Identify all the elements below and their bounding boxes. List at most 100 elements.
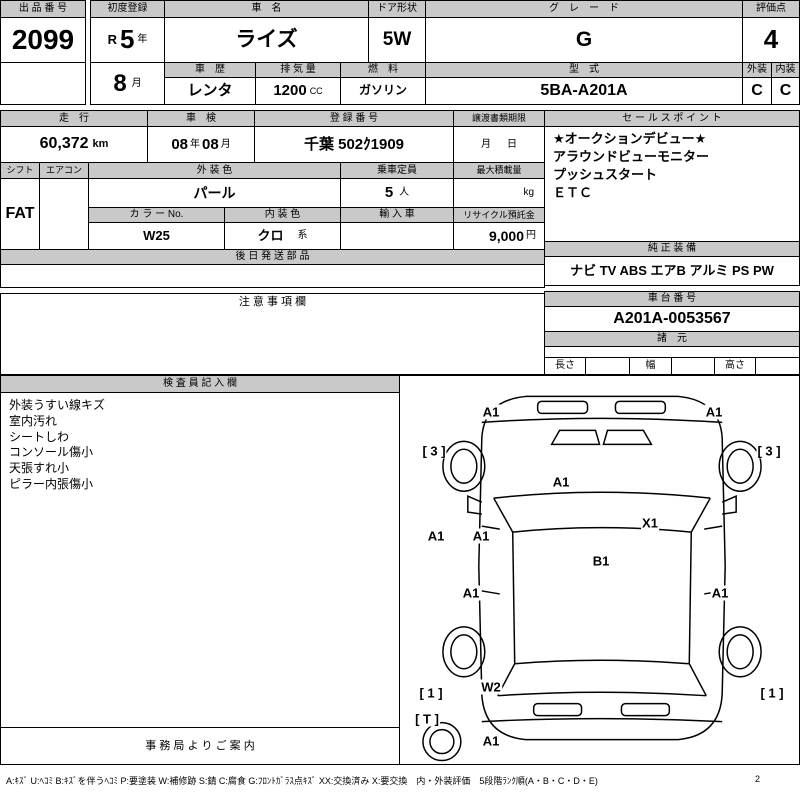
tread-mark-front-right-tire: [ 3 ] (756, 443, 782, 459)
sales-point-label: セ ー ル ス ポ イ ン ト (544, 110, 800, 127)
notes-box-label: 注 意 事 項 欄 (238, 296, 307, 308)
sales-point-item: アラウンドビューモニター (553, 148, 710, 164)
transfer-deadline-label: 譲渡書類期限 (453, 110, 545, 127)
damage-mark-hood: A1 (551, 474, 571, 490)
length-label: 長さ (544, 357, 586, 375)
page-number: 2 (754, 774, 760, 784)
color-number-label: カ ラ ー No. (88, 207, 225, 223)
tread-mark-rear-left-tire: [ 1 ] (418, 685, 444, 701)
mileage-unit: km (92, 138, 109, 151)
damage-mark-roof: B1 (591, 553, 611, 569)
mileage-label: 走 行 (0, 110, 148, 127)
mileage-cell: 60,372 km (0, 126, 148, 163)
recycle-deposit-value: 9,000 (488, 227, 524, 244)
damage-mark-left-front-door: A1 (471, 528, 491, 544)
sales-point-item: プッシュスタート (553, 166, 658, 182)
registration-number-value: 千葉 502ｸ1909 (254, 126, 454, 163)
era-value: R (107, 31, 117, 47)
lot-number-label: 出 品 番 号 (0, 0, 86, 18)
chassis-number-value: A201A-0053567 (544, 306, 800, 332)
legend-row: A:ｷｽﾞ U:ﾍｺﾐ B:ｷｽﾞを伴うﾍｺﾐ P:要塗装 W:補修跡 S:錆 … (6, 774, 794, 787)
interior-color-unit: 系 (297, 230, 308, 242)
recycle-deposit-label: リサイクル預託金 (453, 207, 545, 223)
later-parts-label: 後 日 発 送 部 品 (0, 249, 545, 265)
sales-point-list: ★オークションデビュー★ アラウンドビューモニター プッシュスタート ＥＴＣ (544, 126, 800, 242)
interior-color-value: クロ (257, 227, 284, 243)
office-info-label: 事 務 局 よ り ご 案 内 (145, 739, 255, 752)
car-name-label: 車 名 (164, 0, 369, 18)
interior-grade-label: 内装 (771, 62, 800, 78)
sales-point-item: ＥＴＣ (553, 184, 593, 200)
displacement-label: 排 気 量 (255, 62, 341, 78)
inspection-month-unit: 月 (220, 138, 231, 150)
height-label: 高さ (714, 357, 756, 375)
evaluation-score-label: 評価点 (742, 0, 800, 18)
exterior-grade-label: 外装 (742, 62, 772, 78)
inspector-notes-box: 外装うすい線キズ 室内汚れ シートしわ コンソール傷小 天張すれ小 ピラー内張傷… (0, 392, 400, 728)
max-load-cell: kg (453, 178, 545, 208)
damage-mark-left-fender: A1 (426, 528, 446, 544)
lot-number-value: 2099 (0, 17, 86, 63)
recycle-deposit-unit: 円 (526, 230, 536, 242)
inspector-notes-label: 検 査 員 記 入 欄 (0, 375, 400, 393)
damage-mark-left-rear-door: A1 (461, 585, 481, 601)
displacement-cell: 1200 CC (255, 77, 341, 105)
fuel-label: 燃 料 (340, 62, 426, 78)
import-car-value-cell (340, 222, 454, 250)
transfer-day-unit: 日 (507, 138, 517, 150)
aircon-label: エアコン (39, 162, 89, 179)
registration-month-value: 8 (113, 69, 127, 97)
max-load-unit: kg (523, 187, 534, 199)
tread-mark-front-left-tire: [ 3 ] (421, 443, 447, 459)
notes-box: 注 意 事 項 欄 (0, 293, 545, 375)
car-name-value: ライズ (164, 17, 369, 63)
height-value-cell (755, 357, 800, 375)
car-history-label: 車 歴 (164, 62, 256, 78)
color-number-value: W25 (88, 222, 225, 250)
office-info-box: 事 務 局 よ り ご 案 内 (0, 727, 400, 765)
capacity-value: 5 (384, 184, 394, 202)
damage-mark-rear-quarter: W2 (480, 679, 502, 695)
inspector-note: ピラー内張傷小 (9, 476, 94, 491)
inspection-year-unit: 年 (190, 138, 200, 150)
interior-grade-value: C (771, 77, 800, 105)
chassis-number-label: 車 台 番 号 (544, 291, 800, 307)
grade-value: G (425, 17, 743, 63)
shift-value: FAT (0, 178, 40, 250)
exterior-color-value: パール (88, 178, 341, 208)
model-code-label: 型 式 (425, 62, 743, 78)
width-label: 幅 (629, 357, 672, 375)
month-unit-label: 月 (131, 77, 142, 89)
inspector-note: シートしわ (9, 429, 70, 444)
width-value-cell (671, 357, 715, 375)
sales-point-item: ★オークションデビュー★ (553, 131, 707, 146)
import-car-label: 輸 入 車 (340, 207, 454, 223)
displacement-unit: CC (309, 85, 323, 96)
first-registration-year-cell: R 5 年 (90, 17, 165, 63)
displacement-value: 1200 (273, 82, 307, 100)
evaluation-score-value: 4 (742, 17, 800, 63)
capacity-cell: 5 人 (340, 178, 454, 208)
inspection-cell: 08 年 08 月 (147, 126, 255, 163)
shift-label: シフト (0, 162, 40, 179)
damage-mark-right-side: A1 (710, 585, 730, 601)
capacity-unit: 人 (399, 187, 410, 199)
inspector-note: 外装うすい線キズ (9, 398, 106, 412)
registration-year-value: 5 (119, 24, 135, 55)
tread-mark-rear-right-tire: [ 1 ] (759, 685, 785, 701)
first-registration-month-cell: 8 月 (90, 62, 165, 105)
inspector-note: 天張すれ小 (9, 461, 70, 476)
exterior-grade-value: C (742, 77, 772, 105)
car-top-view-drawing (422, 395, 762, 762)
car-history-value: レンタ (164, 77, 256, 105)
model-code-value: 5BA-A201A (425, 77, 743, 105)
transfer-deadline-cell: 月 日 (453, 126, 545, 163)
legend-text: A:ｷｽﾞ U:ﾍｺﾐ B:ｷｽﾞを伴うﾍｺﾐ P:要塗装 W:補修跡 S:錆 … (6, 776, 598, 786)
door-shape-label: ドア形状 (368, 0, 426, 18)
year-unit-label: 年 (137, 34, 148, 46)
specifications-label: 諸 元 (544, 331, 800, 347)
transfer-month-unit: 月 (481, 138, 491, 150)
factory-equipment-label: 純 正 装 備 (544, 241, 800, 257)
recycle-deposit-cell: 9,000 円 (453, 222, 545, 250)
